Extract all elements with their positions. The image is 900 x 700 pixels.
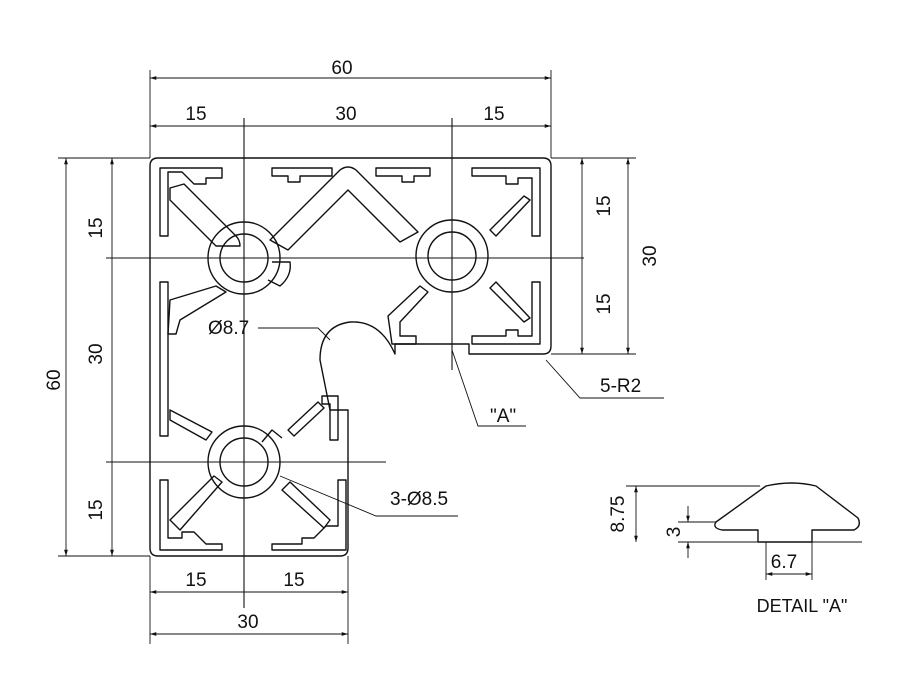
- detail-height: 8.75: [608, 496, 629, 533]
- dim-top-overall: 60: [331, 58, 352, 79]
- dim-right-overall: 30: [640, 245, 661, 266]
- profile-outline: [149, 157, 552, 557]
- callout-corner-radius: 5-R2: [600, 376, 641, 397]
- callout-labels: Ø8.7 3-Ø8.5 5-R2 "A": [208, 318, 641, 510]
- extension-lines: [58, 70, 636, 644]
- detail-lip: 3: [664, 527, 685, 538]
- dim-left-overall: 60: [44, 369, 65, 390]
- dim-bottom-right: 15: [283, 570, 304, 591]
- dim-right-top: 15: [594, 195, 615, 216]
- dim-top-left: 15: [185, 104, 206, 125]
- leader-lines: [258, 327, 664, 517]
- center-lines: [106, 118, 584, 608]
- detail-title: DETAIL "A": [757, 596, 848, 616]
- dim-left-top: 15: [86, 217, 107, 238]
- dimension-lines: [64, 76, 630, 636]
- dim-top-right: 15: [483, 104, 504, 125]
- detail-a: 8.75 3 6.7 DETAIL "A": [608, 482, 862, 616]
- callout-slot-diameter: Ø8.7: [208, 318, 249, 339]
- dim-bottom-overall: 30: [237, 612, 258, 633]
- callout-detail-ref: "A": [490, 406, 516, 427]
- dim-right-bottom: 15: [594, 293, 615, 314]
- detail-opening: 6.7: [771, 552, 797, 573]
- dimension-labels: 60 15 30 15 60 15 30 15 30 15 15 15 15 3…: [44, 58, 661, 633]
- dim-bottom-left: 15: [185, 570, 206, 591]
- dim-left-bottom: 15: [86, 499, 107, 520]
- callout-bore-diameter: 3-Ø8.5: [390, 489, 448, 510]
- dim-top-mid: 30: [335, 104, 356, 125]
- dim-left-mid: 30: [86, 343, 107, 364]
